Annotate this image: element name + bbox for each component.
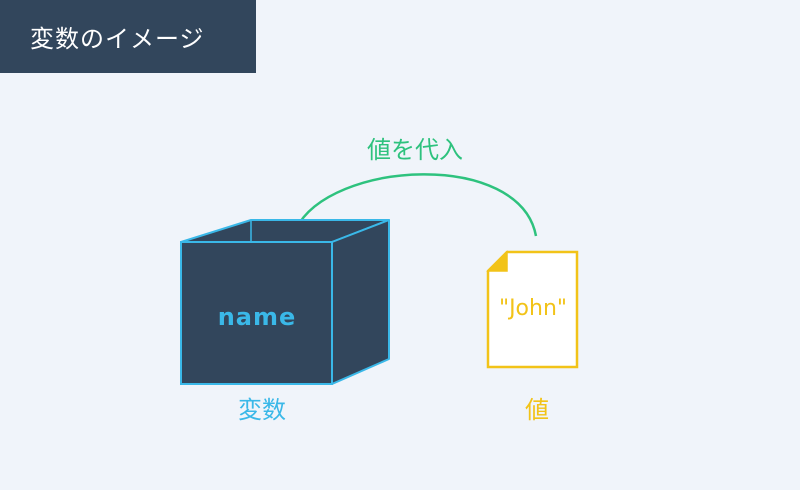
- variable-name-label: name: [218, 303, 297, 331]
- box-front-face: [180, 241, 333, 385]
- assign-arrow: [293, 173, 538, 237]
- value-content-label: "John": [499, 296, 567, 321]
- variable-box: name: [180, 219, 390, 385]
- variable-caption: 変数: [238, 396, 286, 424]
- value-document: "John": [486, 250, 579, 369]
- page-title: 変数のイメージ: [30, 25, 205, 53]
- value-caption: 値: [525, 396, 549, 424]
- assign-arrow-label: 値を代入: [367, 136, 463, 164]
- document-fold: [486, 250, 508, 272]
- box-side-face: [331, 219, 390, 385]
- page-title-badge: 変数のイメージ: [0, 0, 256, 73]
